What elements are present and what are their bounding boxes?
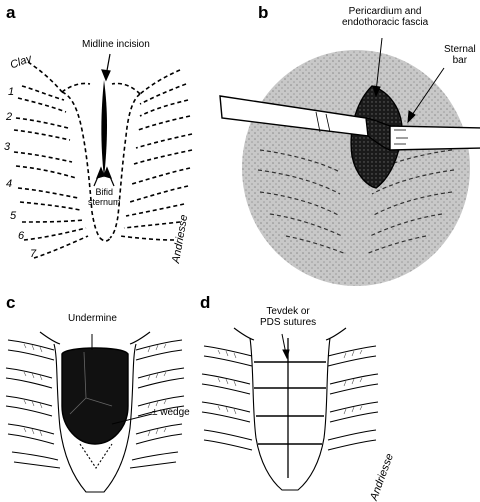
rib-right-7 [119,235,175,241]
rib-left-2 [15,117,69,129]
panel-d-letter: d [200,293,211,312]
sternal-bar-right [389,125,480,151]
sternum-tip [99,237,111,242]
wedge-outline [79,443,113,469]
label-wedge: ± wedge [152,407,190,418]
panel-d: d [190,288,396,502]
label-pericardium-fascia: Pericardium and endothoracic fascia [342,6,429,28]
rib-right-3b [133,149,193,165]
rib-left-3b [15,165,77,179]
label-midline-incision: Midline incision [82,39,150,50]
rib-right-1b [139,83,187,105]
rib-right-4b [129,185,189,203]
rib-right-6 [123,221,181,229]
undermined-area [61,347,129,445]
rib-left-2b [13,129,71,141]
rib-right-3 [135,133,193,149]
rib-right-5 [125,203,185,217]
sternum-top-right [111,82,141,95]
label-sternal-bar: Sternal bar [444,44,476,66]
rib-left-6 [23,227,87,241]
sternum-outline-right [109,93,141,239]
rib-right-1 [139,69,181,95]
rib-right-2b [137,115,191,131]
panel-b: b [219,0,480,290]
panel-b-illustration [219,37,480,286]
label-bifid-sternum: Bifid sternum [88,187,121,207]
rib-left-1 [21,85,65,101]
rib-number-1: 1 [8,86,15,98]
panel-c-letter: c [6,293,16,312]
panel-a-letter: a [6,3,16,22]
rib-number-3: 3 [4,141,11,153]
rib-number-5: 5 [10,210,17,222]
rib-right-2 [139,99,189,117]
panel-c: c [0,288,190,502]
rib-left-7 [33,235,89,259]
rib-left-3 [13,151,73,163]
rib-left-4 [17,187,79,199]
panel-b-letter: b [258,3,269,22]
rib-number-7: 7 [30,248,37,260]
panel-d-illustration [201,327,379,491]
sternum-outline-left [61,91,101,239]
label-undermine: Undermine [68,313,117,324]
label-sutures: Tevdek or PDS sutures [260,306,317,328]
panel-a: a [0,0,200,270]
rib-number-6: 6 [18,230,25,242]
sternum-top-left [61,82,91,93]
midline-incision [101,80,107,178]
panel-c-illustration [5,331,185,493]
rib-left-5 [21,219,85,223]
rib-number-2: 2 [6,111,13,123]
panel-a-illustration [13,53,193,259]
rib-number-4: 4 [6,178,13,190]
rib-right-4 [131,167,191,185]
rib-left-1b [17,97,67,113]
rib-left-clav [27,61,63,93]
rib-left-4b [19,201,81,211]
